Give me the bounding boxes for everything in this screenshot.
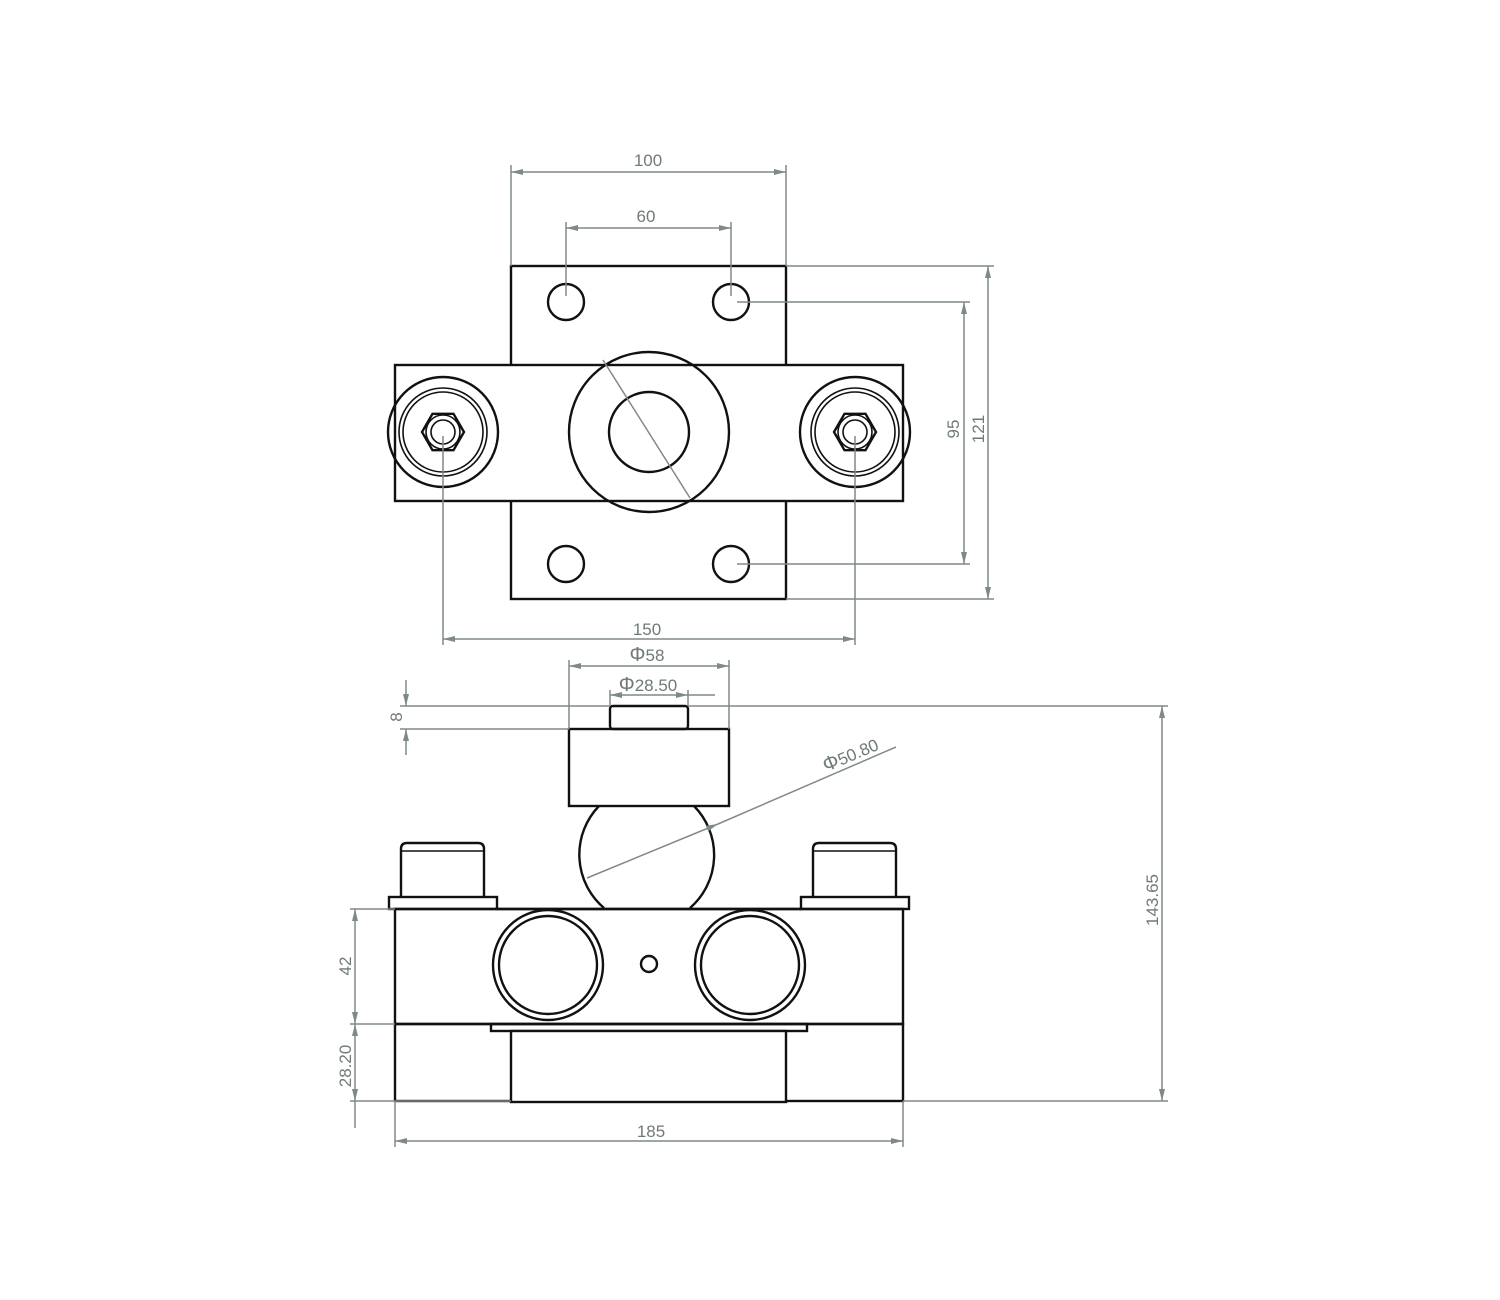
dimension-28-20: 28.20 bbox=[336, 1024, 511, 1128]
mounting-hole-bottom-left bbox=[546, 544, 586, 584]
dim-value-50-80: 50.80 bbox=[835, 735, 882, 769]
center-ring-diameter-line bbox=[602, 359, 691, 499]
center-ring-inner bbox=[607, 390, 691, 474]
dim-value-58: 58 bbox=[646, 646, 665, 665]
dimension-100: 100 bbox=[510, 151, 787, 266]
dim-text-phi50-80: Φ50.80 bbox=[819, 733, 881, 776]
dimension-42: 42 bbox=[336, 908, 395, 1025]
center-ring-outer bbox=[567, 350, 731, 514]
diameter-symbol: Φ bbox=[819, 750, 842, 776]
dim-text-phi58: Φ58 bbox=[630, 644, 665, 666]
dim-value-28-50: 28.50 bbox=[635, 676, 678, 695]
dim-text-phi28-50: Φ28.50 bbox=[619, 674, 678, 696]
side-bore-left bbox=[491, 908, 605, 1022]
dimension-143-65: 143.65 bbox=[688, 705, 1168, 1102]
dim-text-121: 121 bbox=[969, 415, 988, 443]
dimension-121: 121 bbox=[786, 265, 994, 600]
load-button-block bbox=[567, 727, 731, 808]
dimension-150: 150 bbox=[442, 436, 856, 645]
dim-text-143-65: 143.65 bbox=[1143, 874, 1162, 926]
diameter-symbol: Φ bbox=[619, 674, 635, 696]
nut-left bbox=[387, 841, 499, 911]
top-cap bbox=[608, 704, 690, 731]
load-beam-top bbox=[393, 363, 905, 503]
nut-right bbox=[799, 841, 911, 911]
center-pin-hole bbox=[639, 954, 659, 974]
diameter-symbol: Φ bbox=[630, 644, 646, 666]
dim-text-100: 100 bbox=[634, 151, 662, 170]
dimension-8: 8 bbox=[387, 680, 610, 755]
dim-text-95: 95 bbox=[944, 420, 963, 439]
dimension-95: 95 bbox=[737, 301, 970, 565]
load-cell-body bbox=[393, 907, 905, 1026]
dim-text-28-20: 28.20 bbox=[336, 1045, 355, 1088]
steel-ball bbox=[578, 805, 716, 909]
dimension-60: 60 bbox=[565, 207, 732, 296]
top-view: 100 60 95 121 150 bbox=[386, 151, 994, 645]
dim-text-60: 60 bbox=[637, 207, 656, 226]
dimension-185: 185 bbox=[394, 1101, 904, 1147]
dim-text-185: 185 bbox=[637, 1122, 665, 1141]
dim-text-8: 8 bbox=[387, 712, 406, 721]
dim-text-150: 150 bbox=[633, 620, 661, 639]
front-view: Φ58 Φ28.50 Φ50.80 8 143.6 bbox=[336, 644, 1168, 1147]
dim-text-42: 42 bbox=[336, 957, 355, 976]
dimension-phi58: Φ58 bbox=[568, 644, 730, 729]
dimension-phi28-50: Φ28.50 bbox=[609, 674, 715, 706]
side-bore-right bbox=[693, 908, 807, 1022]
base-plate bbox=[509, 1029, 788, 1104]
